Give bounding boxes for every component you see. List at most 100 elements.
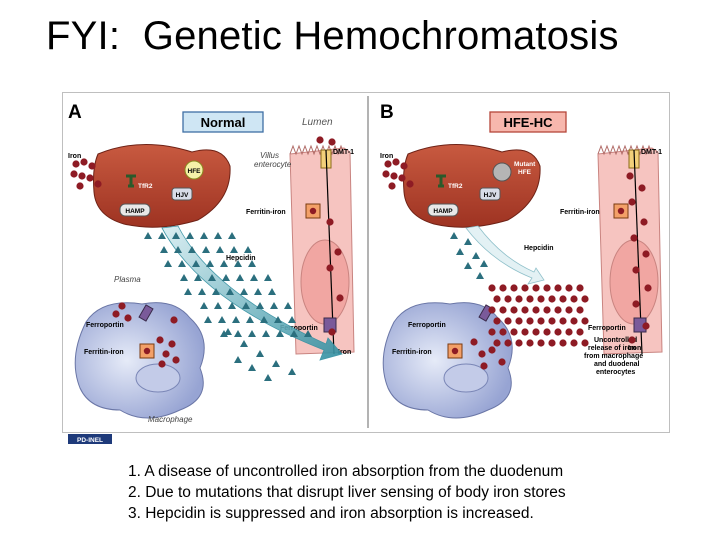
iron-dot-plasma-b [559,295,567,303]
hepcidin-triangle-b [464,238,472,245]
iron-dot-plasma-b [526,317,534,325]
iron-dot-plasma-b [565,306,573,314]
hjv-box-b [479,187,501,201]
hepcidin-triangle-a [234,330,242,337]
iron-out-label-a: Iron [338,349,351,356]
dmt1-label-b: DMT-1 [641,149,662,156]
tfr2-label-b: TfR2 [448,183,463,190]
iron-dot-plasma-b [559,339,567,347]
credit-badge [68,434,112,444]
hepcidin-triangle-b [464,262,472,269]
hepcidin-triangle-a [214,232,222,239]
particle-layer [70,136,652,381]
hepcidin-triangle-a [256,350,264,357]
iron-dot-macrophage-b [498,358,506,366]
hepcidin-triangle-a [272,360,280,367]
hepcidin-triangle-a [248,260,256,267]
ferritin-iron-mac-label-a: Ferritin-iron [84,349,124,356]
hemochromatosis-figure: A Normal Lumen DMT-1 Ferritin-iron Villu… [62,92,670,448]
hepcidin-triangle-a [200,302,208,309]
iron-dot-plasma-b [510,328,518,336]
hepcidin-triangle-a [228,302,236,309]
hepcidin-triangle-a [290,330,298,337]
hepcidin-triangle-a [202,246,210,253]
hepcidin-triangle-a [264,374,272,381]
uncontrolled-line-4: and duodenal [594,361,640,368]
hepcidin-triangle-a [158,232,166,239]
iron-dot-plasma-b [581,317,589,325]
tfr2-receptor-a [126,174,136,188]
hepcidin-triangle-a [188,246,196,253]
iron-dot-plasma-b [488,284,496,292]
iron-dot-liver-a [88,162,96,170]
villus-line-2: enterocyte [254,160,292,169]
hepcidin-triangle-a [200,232,208,239]
panel-b: B HFE-HC DMT-1 Ferritin-iron Ferroportin… [380,102,663,419]
hepcidin-triangle-a [242,302,250,309]
hepcidin-triangle-a [186,232,194,239]
iron-dot-plasma-b [570,339,578,347]
uncontrolled-line-2: release of iron [588,345,636,352]
iron-dot-plasma-b [504,317,512,325]
iron-dot-macrophage-a [172,356,180,364]
iron-dot-plasma-b [493,295,501,303]
iron-dot-plasma-b [543,328,551,336]
ferroportin-ent-label-b: Ferroportin [588,325,626,332]
iron-dot-plasma-b [559,317,567,325]
iron-dot-plasma-b [537,295,545,303]
iron-dot-liver-a [86,174,94,182]
hepcidin-triangle-a [228,232,236,239]
iron-dot-liver-b [390,172,398,180]
iron-dot-plasma-b [521,306,529,314]
iron-dot-macrophage-a [168,340,176,348]
iron-dot-macrophage-b [480,362,488,370]
iron-in-label-b: Iron [380,153,393,160]
iron-dot-enterocyte-b [628,336,636,344]
iron-dot-plasma-b [576,306,584,314]
iron-dot-plasma-b [532,328,540,336]
iron-dot-plasma-b [499,284,507,292]
iron-dot-liver-b [388,182,396,190]
hepcidin-triangle-a [240,340,248,347]
lumen-label: Lumen [302,117,333,128]
plasma-label: Plasma [114,275,141,284]
macrophage-label: Macrophage [148,415,193,424]
enterocyte-nucleus-a [300,239,350,325]
iron-dot-enterocyte-b [630,234,638,242]
iron-dot-plasma-b [504,339,512,347]
iron-dot-plasma-b [537,339,545,347]
iron-dot-plasma-b [565,328,573,336]
iron-dot-plasma-a [112,310,120,318]
hepcidin-arrow-b [465,225,545,285]
iron-dot-plasma-b [515,317,523,325]
note-item: 2. Due to mutations that disrupt liver s… [128,484,566,501]
iron-dot-plasma-b [554,306,562,314]
hepcidin-triangle-a [256,302,264,309]
iron-dot-plasma-b [526,295,534,303]
ferroportin-mac-label-a: Ferroportin [86,322,124,329]
iron-dot-enterocyte-b [640,218,648,226]
hepcidin-triangle-a [270,302,278,309]
panel-a-letter: A [68,102,82,123]
iron-dot-liver-b [400,162,408,170]
mutant-hfe-line-1: Mutant [514,161,536,168]
mutant-hfe-receptor [492,162,512,182]
iron-dot-plasma-b [515,295,523,303]
credit-text: PD-INEL [77,437,103,444]
slide-title: FYI: Genetic Hemochromatosis [46,14,619,58]
panel-a: A Normal Lumen DMT-1 Ferritin-iron Villu… [68,102,355,444]
iron-dot-plasma-b [521,328,529,336]
iron-dot-enterocyte-b [642,322,650,330]
hepcidin-triangle-a [178,260,186,267]
hepcidin-triangle-a [212,288,220,295]
hepcidin-triangle-b [450,232,458,239]
iron-dot-plasma-b [493,339,501,347]
iron-dot-liver-b [398,174,406,182]
hepcidin-triangle-a [264,274,272,281]
iron-dot-plasma-b [504,295,512,303]
iron-dot-liver-b [382,170,390,178]
hepcidin-triangle-a [276,330,284,337]
hamp-label-a: HAMP [125,208,145,215]
iron-dot-lumen-a [328,138,336,146]
hamp-box-a [119,203,151,217]
